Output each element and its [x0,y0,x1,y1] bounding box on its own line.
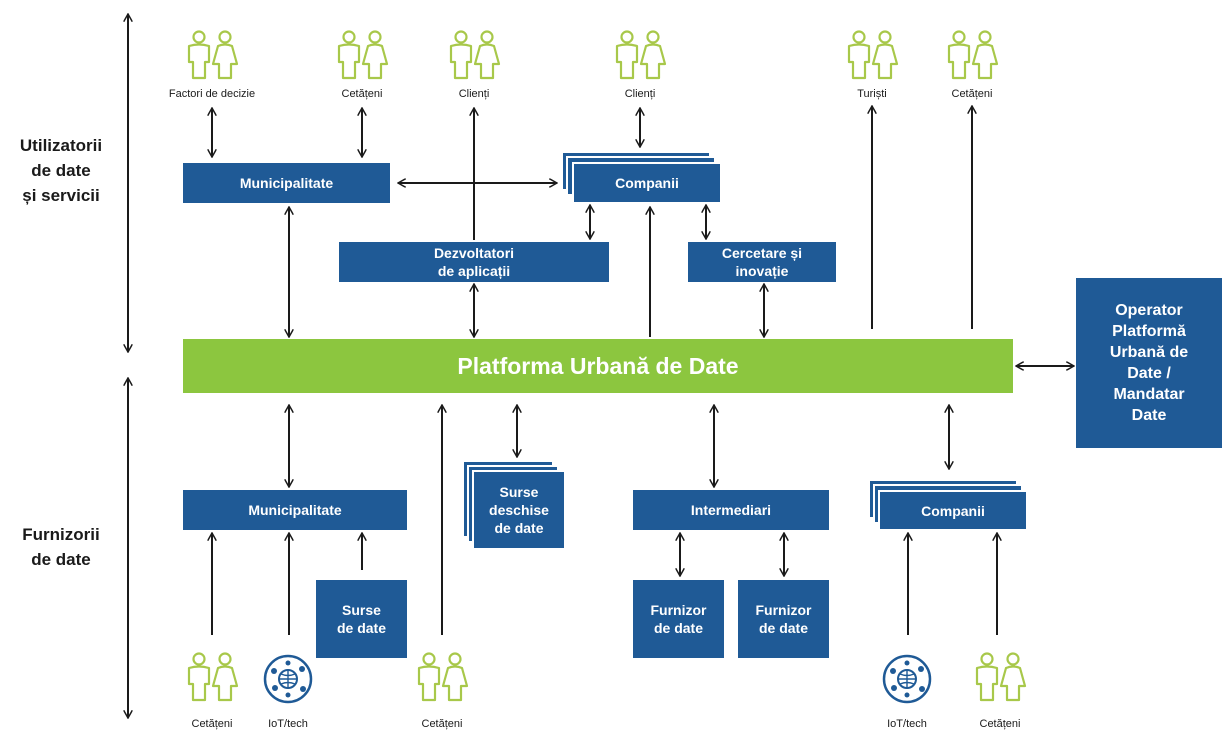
users-label-line-3: și servicii [22,186,100,205]
person-pair-icon [449,30,501,80]
surse-deschise-line-3: de date [494,520,544,536]
top-person-label-6: Cetățeni [951,88,993,100]
iot-globe-icon [882,654,932,704]
cercetare-node: Cercetare și inovație [688,242,836,282]
person-pair-icon [975,652,1027,702]
person-pair-icon [337,30,389,80]
person-pair-icon [187,652,239,702]
dezvoltatori-line-2: de aplicații [437,263,511,279]
person-pair-icon [847,30,899,80]
bottom-companii-node: Companii [878,490,1028,531]
users-label-line-2: de date [31,161,91,180]
top-municipalitate-node: Municipalitate [183,163,390,203]
operator-line-6: Date [1131,407,1167,424]
operator-line-4: Date / [1127,365,1171,382]
top-person-label-3: Clienți [458,88,490,100]
cercetare-line-2: inovație [735,263,789,279]
top-person-label-4: Clienți [624,88,656,100]
bottom-label-5: Cetățeni [979,718,1021,730]
operator-line-1: Operator [1115,302,1183,319]
surse-de-date-line-1: Surse [342,602,381,618]
intermediari-node: Intermediari [633,490,829,530]
surse-deschise-line-1: Surse [499,484,539,500]
users-side-label: Utilizatorii de date și servicii [6,133,116,208]
surse-de-date-node: Surse de date [316,580,407,658]
bottom-label-1: Cetățeni [191,718,233,730]
surse-deschise-line-2: deschise [489,502,549,518]
furnizor-node-1: Furnizor de date [633,580,724,658]
bottom-municipalitate-node: Municipalitate [183,490,407,530]
bottom-label-2: IoT/tech [268,718,308,730]
person-pair-icon [947,30,999,80]
person-pair-icon [187,30,239,80]
operator-line-2: Platformă [1112,323,1186,340]
urban-data-platform-bar: Platforma Urbană de Date [183,339,1013,393]
furnizor-2-line-2: de date [758,620,808,636]
person-pair-icon [615,30,667,80]
surse-deschise-node: Surse deschise de date [472,470,566,550]
iot-globe-icon [263,654,313,704]
furnizor-1-line-1: Furnizor [650,602,707,618]
furnizor-1-line-2: de date [653,620,703,636]
operator-line-5: Mandatar [1113,386,1185,403]
top-person-label-1: Factori de decizie [168,88,256,100]
bottom-label-4: IoT/tech [887,718,927,730]
dezvoltatori-node: Dezvoltatori de aplicații [339,242,609,282]
bottom-label-3: Cetățeni [421,718,463,730]
top-person-label-2: Cetățeni [341,88,383,100]
cercetare-line-1: Cercetare și [721,245,803,261]
top-person-label-5: Turiști [857,88,887,100]
dezvoltatori-line-1: Dezvoltatori [433,245,515,261]
providers-label-line-1: Furnizorii [22,525,100,544]
top-companii-node: Companii [572,162,722,204]
providers-label-line-2: de date [31,550,91,569]
users-label-line-1: Utilizatorii [19,136,103,155]
surse-de-date-line-2: de date [336,620,386,636]
person-pair-icon [417,652,469,702]
providers-side-label: Furnizorii de date [6,522,116,572]
furnizor-node-2: Furnizor de date [738,580,829,658]
operator-line-3: Urbană de [1109,344,1189,361]
operator-node: Operator Platformă Urbană de Date / Mand… [1076,278,1222,448]
furnizor-2-line-1: Furnizor [755,602,812,618]
